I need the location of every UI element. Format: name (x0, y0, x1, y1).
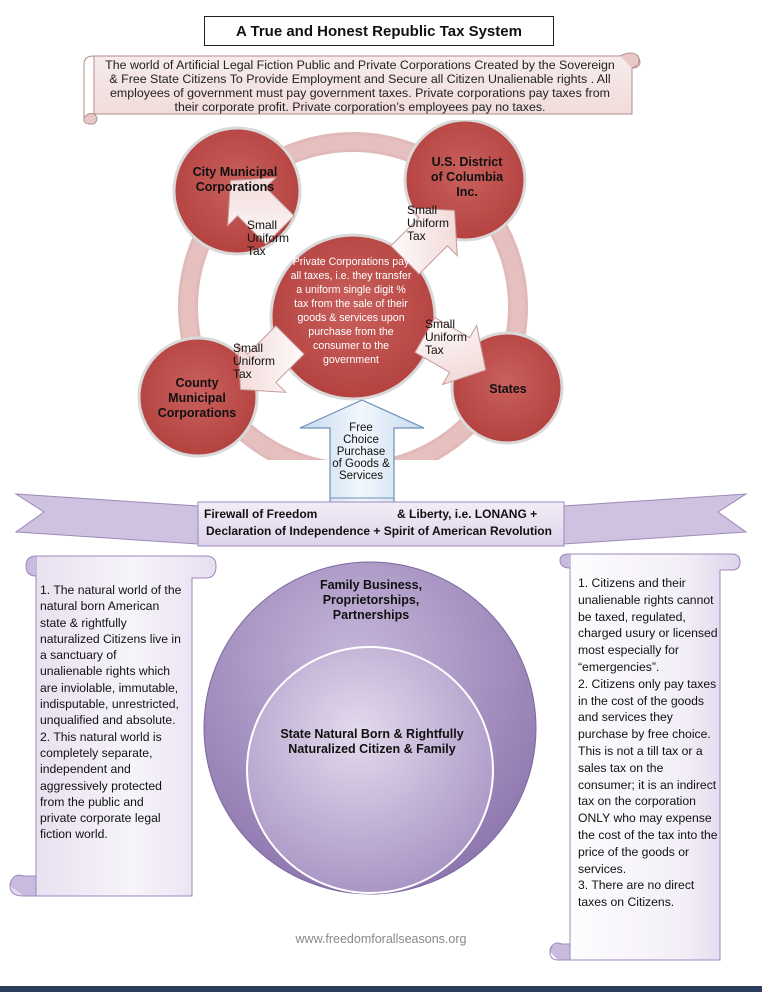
intro-scroll-banner (83, 52, 641, 125)
center-label: Private Corporations pay all taxes, i.e.… (290, 256, 412, 366)
states-label: States (489, 382, 527, 396)
arrow-to-city (227, 177, 295, 245)
cycle-diagram (137, 120, 564, 460)
firewall-text-right: & Liberty, i.e. LONANG + (397, 507, 538, 521)
tax-label-county: Small Uniform Tax (233, 341, 276, 381)
firewall-text-line2: Declaration of Independence + Spirit of … (206, 524, 552, 538)
arrow-to-dc (390, 207, 458, 275)
arrow-to-county (237, 325, 305, 393)
inner-circle-label: State Natural Born & Rightfully Naturali… (280, 727, 464, 756)
firewall-text-left: Firewall of Freedom (204, 507, 318, 521)
right-scroll-panel (549, 553, 741, 961)
right-panel-text: 1. Citizens and their unalienable rights… (578, 575, 718, 911)
outer-circle-label: Family Business, Proprietorships, Partne… (319, 578, 423, 622)
tax-label-city: Small Uniform Tax (247, 218, 290, 258)
page-title: A True and Honest Republic Tax System (204, 16, 554, 46)
county-label: County Municipal Corporations (157, 376, 237, 420)
city-label: City Municipal Corporations (192, 165, 278, 194)
center-node (269, 233, 437, 401)
right-panel-item: 1. Citizens and their unalienable rights… (578, 576, 718, 674)
footer-url: www.freedomforallseasons.org (295, 932, 467, 946)
intro-text: The world of Artificial Legal Fiction Pu… (105, 58, 615, 114)
left-scroll-panel (9, 555, 217, 897)
arrow-to-states (414, 316, 487, 386)
left-panel-text: 1. The natural world of the natural born… (40, 582, 182, 843)
left-panel-item: 1. The natural world of the natural born… (40, 583, 182, 728)
right-panel-item: 3. There are no direct taxes on Citizens… (578, 878, 695, 910)
tax-label-states: Small Uniform Tax (425, 317, 468, 357)
left-panel-item: 2. This natural world is completely sepa… (40, 729, 162, 842)
nested-circles (203, 561, 537, 895)
bottom-bar (0, 986, 762, 992)
county-node (137, 336, 259, 458)
right-panel-item: 2. Citizens only pay taxes in the cost o… (578, 676, 718, 876)
dc-label: U.S. District of Columbia Inc. (430, 155, 504, 199)
tax-label-dc: Small Uniform Tax (407, 203, 450, 243)
firewall-banner (14, 493, 748, 547)
free-choice-label: Free Choice Purchase of Goods & Services (332, 422, 390, 482)
inner-circle (246, 646, 494, 894)
